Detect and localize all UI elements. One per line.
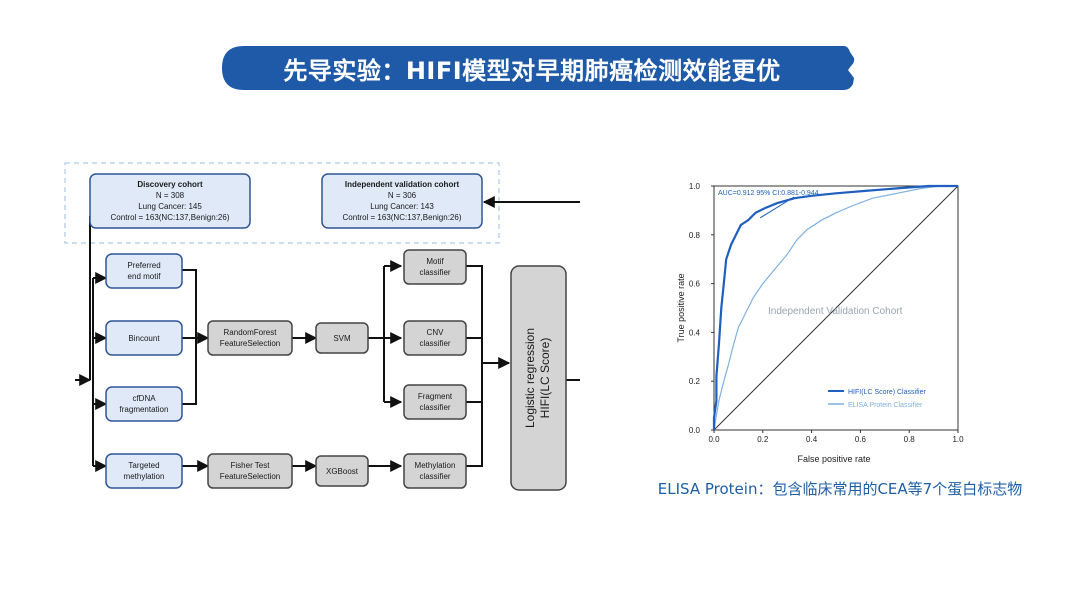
fisher-box: Fisher Test FeatureSelection [207,453,293,489]
randomforest-line1: RandomForest [224,328,278,337]
title-banner-shape [222,46,855,90]
xgboost-box: XGBoost [315,455,369,487]
feature-cfdna-line2: fragmentation [120,405,169,414]
validation-title: Independent validation cohort [345,180,460,189]
cnv-classifier-box: CNV classifier [403,320,467,356]
logistic-regression-box: Logistic regression HIFI(LC Score) [510,265,567,491]
fragment-classifier-box: Fragment classifier [403,384,467,420]
legend-elisa-label: ELISA Protein Classifier [848,402,923,409]
feature-methylation-line2: methylation [124,472,165,481]
x-tick-label: 0.0 [708,435,720,444]
fisher-line1: Fisher Test [231,461,271,470]
feature-end-motif-line2: end motif [128,272,162,281]
logistic-line2: HIFI(LC Score) [538,338,552,419]
cnv-classifier-line2: classifier [419,339,450,348]
title-banner: 先导实验：HIFI模型对早期肺癌检测效能更优 [222,46,862,90]
auc-pointer [759,196,795,219]
svm-label: SVM [333,334,351,343]
figure-caption: ELISA Protein：包含临床常用的CEA等7个蛋白标志物 [657,480,1023,498]
fragment-classifier-line1: Fragment [418,392,453,401]
xgboost-label: XGBoost [326,467,359,476]
feature-end-motif-line1: Preferred [127,261,160,270]
validation-n: N = 306 [388,191,417,200]
y-axis-label: True positive rate [676,273,686,342]
feature-targeted-methylation: Targeted methylation [105,453,183,489]
y-tick-label: 0.6 [689,280,701,289]
x-axis-label: False positive rate [797,454,870,464]
y-tick-label: 0.4 [689,328,701,337]
feature-bincount: Bincount [105,320,183,356]
legend-hifi-label: HIFI(LC Score) Classifier [848,389,926,396]
y-tick-label: 1.0 [689,182,701,191]
auc-annotation: AUC=0.912 95% CI:0.881-0.944 [718,190,819,197]
roc-chart: 0.0 0.2 0.4 0.6 0.8 1.0 0.0 0.2 0.4 0.6 0.8 1.0 Fal… [676,182,964,464]
roc-ticks: 0.0 0.2 0.4 0.6 0.8 1.0 0.0 0.2 0.4 0.6 0.8 1.0 [689,182,964,444]
discovery-cohort-box: Discovery cohort N = 308 Lung Cancer: 14… [89,173,251,229]
motif-classifier-box: Motif classifier [403,249,467,285]
feature-cfdna-line1: cfDNA [132,394,156,403]
validation-cases: Lung Cancer: 143 [370,202,434,211]
discovery-title: Discovery cohort [137,180,203,189]
x-tick-label: 0.2 [757,435,769,444]
randomforest-line2: FeatureSelection [220,339,280,348]
discovery-controls: Control = 163(NC:137,Benign:26) [111,213,230,222]
fragment-classifier-line2: classifier [419,403,450,412]
methylation-classifier-line2: classifier [419,472,450,481]
feature-end-motif: Preferred end motif [105,253,183,289]
y-tick-label: 0.2 [689,377,701,386]
connectors [75,196,580,472]
cohort-annotation: Independent Validation Cohort [768,306,903,317]
feature-cfdna-fragmentation: cfDNA fragmentation [105,386,183,422]
discovery-n: N = 308 [156,191,185,200]
x-tick-label: 0.8 [904,435,916,444]
feature-methylation-line1: Targeted [128,461,159,470]
methylation-classifier-box: Methylation classifier [403,453,467,489]
page-title: 先导实验：HIFI模型对早期肺癌检测效能更优 [283,56,781,85]
validation-cohort-box: Independent validation cohort N = 306 Lu… [321,173,483,229]
feature-bincount-label: Bincount [128,334,160,343]
motif-classifier-line2: classifier [419,268,450,277]
x-tick-label: 0.4 [806,435,818,444]
validation-controls: Control = 163(NC:137,Benign:26) [343,213,462,222]
legend: HIFI(LC Score) Classifier ELISA Protein … [828,389,926,409]
fisher-line2: FeatureSelection [220,472,280,481]
logistic-line1: Logistic regression [523,328,537,428]
y-tick-label: 0.8 [689,231,701,240]
y-tick-label: 0.0 [689,426,701,435]
discovery-cases: Lung Cancer: 145 [138,202,202,211]
cnv-classifier-line1: CNV [427,328,445,337]
cohort-region [64,162,500,244]
methylation-classifier-line1: Methylation [415,461,456,470]
motif-classifier-line1: Motif [426,257,444,266]
diagonal-reference-line [713,185,959,431]
randomforest-box: RandomForest FeatureSelection [207,320,293,356]
svm-box: SVM [315,322,369,354]
series-hifi-line [712,184,958,430]
pipeline-flowchart: Discovery cohort N = 308 Lung Cancer: 14… [64,162,580,491]
series-elisa-line [713,185,958,431]
x-tick-label: 1.0 [952,435,964,444]
x-tick-label: 0.6 [855,435,867,444]
